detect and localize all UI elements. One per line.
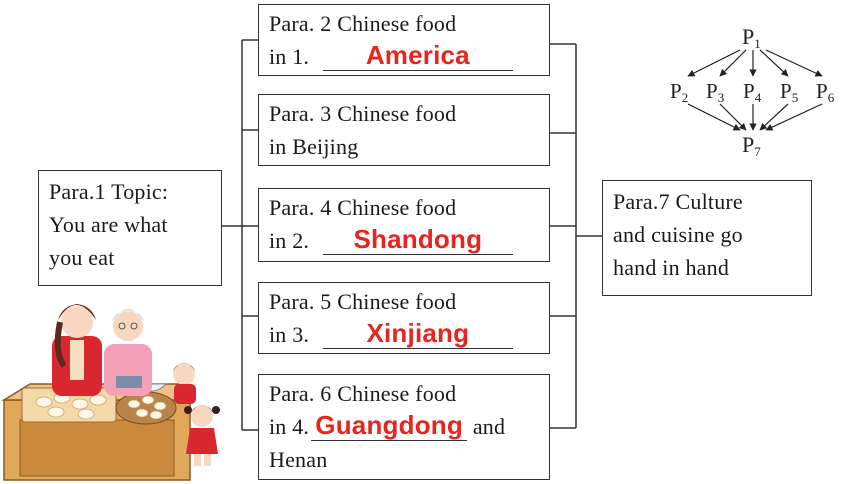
para-6-suffix: and	[472, 414, 506, 439]
topic-line-1: Para.1 Topic:	[49, 179, 169, 204]
mini-p7: P7	[742, 132, 761, 159]
para-5-box: Para. 5 Chinese food in 3. Xinjiang	[258, 282, 550, 354]
conclusion-line-2: and cuisine go	[613, 222, 743, 247]
conclusion-box: Para.7 Culture and cuisine go hand in ha…	[602, 180, 812, 296]
mini-p2: P2	[670, 79, 688, 105]
mini-p6: P6	[816, 79, 835, 105]
para-4-line2: in 2. Shandong	[269, 224, 539, 257]
mini-p3: P3	[706, 79, 724, 105]
para-4-box: Para. 4 Chinese food in 2. Shandong	[258, 188, 550, 262]
para-3-heading: Para. 3 Chinese food	[269, 101, 457, 126]
para-6-heading: Para. 6 Chinese food	[269, 381, 457, 406]
conclusion-line-3: hand in hand	[613, 255, 730, 280]
blank-3: Xinjiang	[322, 318, 513, 349]
blank-2: Shandong	[322, 224, 513, 255]
para-3-box: Para. 3 Chinese food in Beijing	[258, 94, 550, 166]
para-3-line2: in Beijing	[269, 134, 359, 159]
para-6-box: Para. 6 Chinese food in 4. Guangdong and…	[258, 374, 550, 480]
para-2-prefix: in 1.	[269, 44, 310, 69]
conclusion-line-1: Para.7 Culture	[613, 189, 743, 214]
para-4-heading: Para. 4 Chinese food	[269, 195, 457, 220]
topic-line-2: You are what	[49, 212, 168, 237]
blank-4: Guangdong	[311, 410, 468, 441]
para-6-line2: in 4. Guangdong and	[269, 410, 539, 443]
para-2-line2: in 1. America	[269, 40, 539, 73]
mini-p5: P5	[780, 79, 798, 105]
mini-arrows	[687, 49, 823, 131]
answer-3: Xinjiang	[366, 318, 470, 348]
topic-box: Para.1 Topic: You are what you eat	[38, 170, 222, 286]
topic-line-3: you eat	[49, 245, 115, 270]
para-4-prefix: in 2.	[269, 228, 310, 253]
answer-1: America	[365, 40, 470, 70]
para-6-prefix: in 4.	[269, 414, 310, 439]
para-2-box: Para. 2 Chinese food in 1. America	[258, 4, 550, 76]
answer-4: Guangdong	[315, 410, 463, 440]
mini-p1-label: P1	[742, 24, 761, 51]
para-6-line3: Henan	[269, 447, 328, 472]
mini-middle-row: P2 P3 P4 P5 P6	[670, 79, 835, 105]
para-2-heading: Para. 2 Chinese food	[269, 11, 457, 36]
mini-p1: P1	[742, 24, 761, 51]
para-5-prefix: in 3.	[269, 322, 310, 347]
blank-1: America	[322, 40, 513, 71]
para-5-line2: in 3. Xinjiang	[269, 318, 539, 351]
para-5-heading: Para. 5 Chinese food	[269, 289, 457, 314]
mini-p4: P4	[743, 79, 762, 105]
answer-2: Shandong	[353, 224, 483, 254]
